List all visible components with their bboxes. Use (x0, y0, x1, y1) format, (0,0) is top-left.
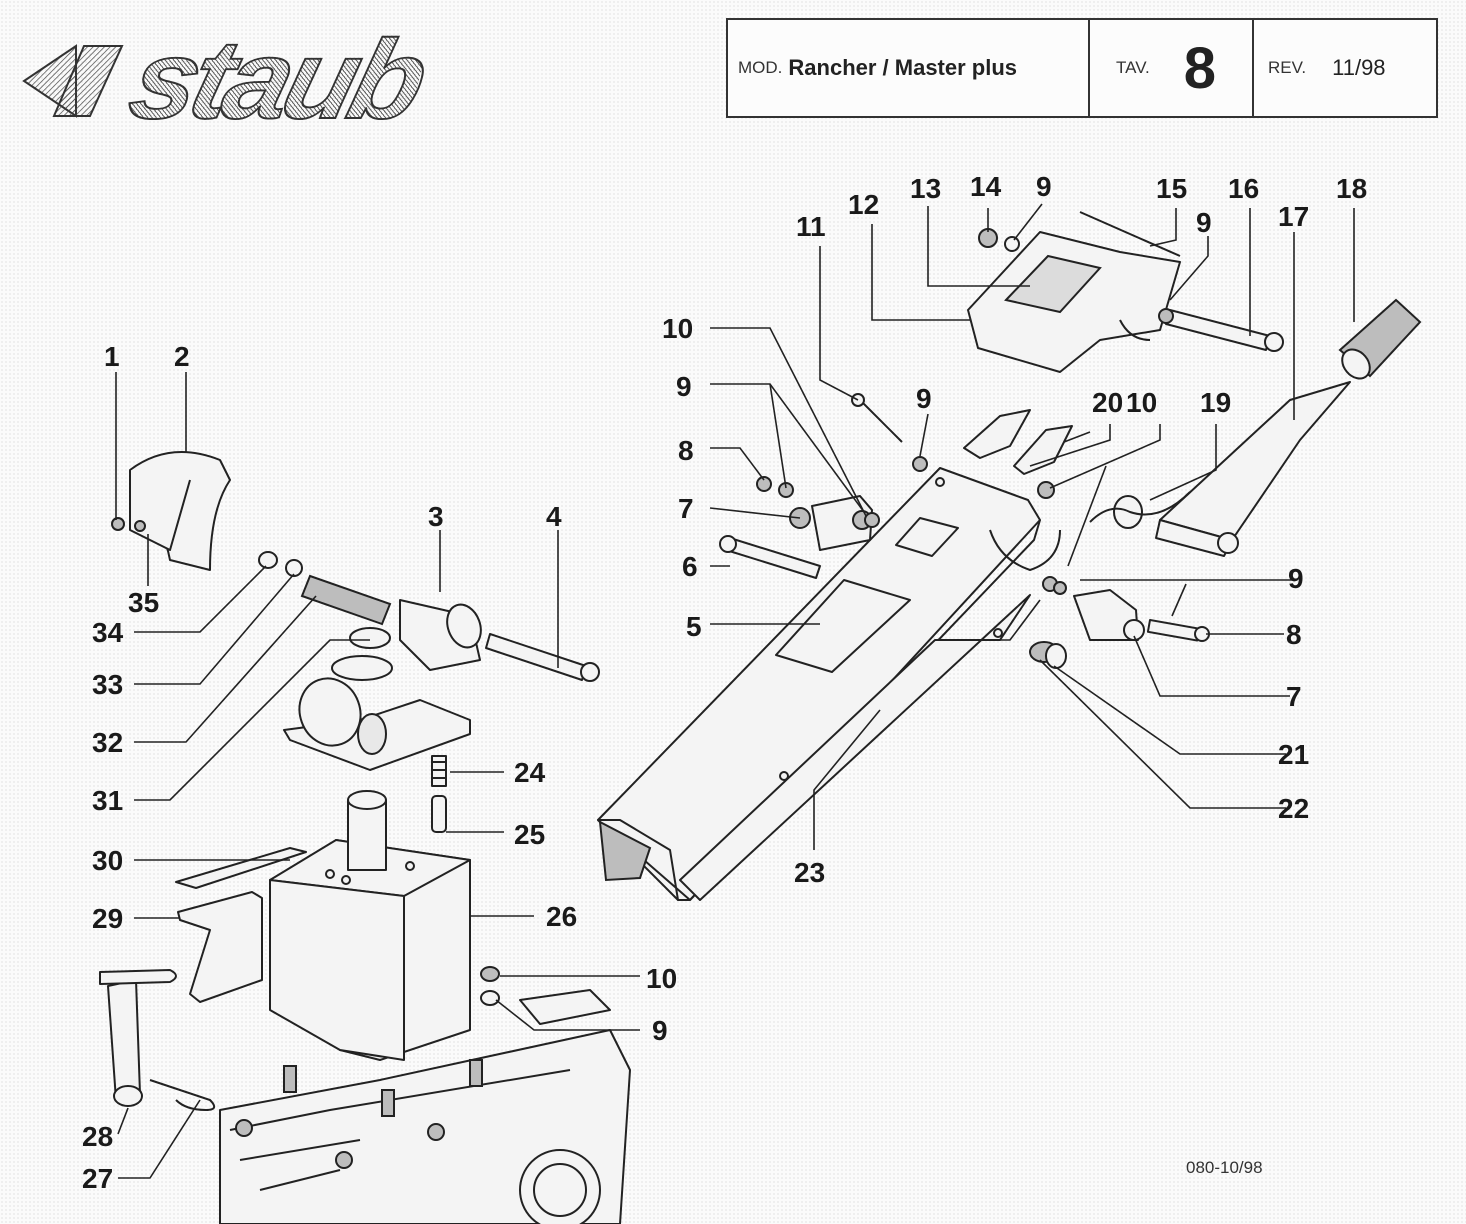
main-arm (597, 467, 1061, 901)
title-block: MOD. Rancher / Master plus TAV. 8 REV. 1… (726, 18, 1438, 118)
staub-logo: staub (14, 16, 594, 144)
label-6: 6 (682, 551, 698, 582)
label-15: 15 (1156, 173, 1187, 204)
label-5: 5 (686, 611, 702, 642)
clamp-7-right (1042, 576, 1210, 642)
label-9-a: 9 (676, 371, 692, 402)
clip-27 (149, 1079, 216, 1112)
column-26 (269, 790, 471, 1061)
screw-11 (859, 399, 903, 443)
bracket-20 (963, 409, 1073, 475)
clamp-7-left (756, 476, 880, 551)
head-3 (283, 599, 482, 771)
spring-19 (1089, 491, 1191, 529)
label-10-c: 10 (646, 963, 677, 994)
rev-value: 11/98 (1332, 55, 1386, 80)
bushing-21-22 (1029, 641, 1067, 669)
bolt-6 (719, 535, 821, 579)
label-24: 24 (514, 757, 546, 788)
rev-label: REV. (1268, 58, 1307, 77)
label-17: 17 (1278, 201, 1309, 232)
label-26: 26 (546, 901, 577, 932)
label-28: 28 (82, 1121, 113, 1152)
bolt-16 (1158, 308, 1284, 352)
gearbox (219, 989, 631, 1224)
label-11: 11 (796, 211, 826, 242)
revision-cell: REV. 11/98 (1254, 20, 1436, 116)
label-22: 22 (1278, 793, 1309, 824)
label-10-a: 10 (662, 313, 693, 344)
label-27: 27 (82, 1163, 113, 1194)
label-16: 16 (1228, 173, 1259, 204)
label-8-right: 8 (1286, 619, 1302, 650)
cover-2 (111, 451, 231, 571)
rod-15 (1079, 211, 1181, 257)
label-13: 13 (910, 173, 941, 204)
label-21: 21 (1278, 739, 1309, 770)
tav-label: TAV. (1116, 58, 1150, 77)
bracket-29 (177, 891, 263, 1003)
label-31: 31 (92, 785, 123, 816)
mod-value: Rancher / Master plus (788, 55, 1018, 80)
label-32: 32 (92, 727, 123, 758)
label-7-right: 7 (1286, 681, 1302, 712)
label-4: 4 (546, 501, 562, 532)
lock-pin-28 (99, 969, 177, 1107)
mod-label: MOD. (738, 58, 783, 77)
label-34: 34 (92, 617, 124, 648)
label-20: 20 (1092, 387, 1123, 418)
label-8-left: 8 (678, 435, 694, 466)
label-30: 30 (92, 845, 123, 876)
drawing-code: 080-10/98 (1186, 1158, 1263, 1177)
pin-25 (431, 795, 447, 833)
lever-17 (1155, 381, 1351, 557)
label-14: 14 (970, 171, 1002, 202)
label-9-e: 9 (1288, 563, 1304, 594)
label-12: 12 (848, 189, 879, 220)
leader-lines (115, 203, 1355, 1179)
label-29: 29 (92, 903, 123, 934)
label-1: 1 (104, 341, 120, 372)
label-18: 18 (1336, 173, 1367, 204)
label-3: 3 (428, 501, 444, 532)
logo-arrow-icon (22, 44, 124, 118)
label-33: 33 (92, 669, 123, 700)
part-labels: 1 2 3 4 5 6 7 7 8 8 9 9 9 9 9 9 9 10 10 … (82, 171, 1367, 1194)
label-23: 23 (794, 857, 825, 888)
label-2: 2 (174, 341, 190, 372)
label-35: 35 (128, 587, 159, 618)
washer-9-top (1004, 236, 1020, 252)
bolt-4 (485, 633, 600, 682)
label-7-left: 7 (678, 493, 694, 524)
table-cell: TAV. 8 (1090, 20, 1254, 116)
shaft-32 (258, 551, 392, 626)
label-9-f: 9 (652, 1015, 668, 1046)
washer-31 (349, 627, 391, 649)
label-25: 25 (514, 819, 545, 850)
label-9-d: 9 (916, 383, 932, 414)
label-9-b: 9 (1036, 171, 1052, 202)
model-cell: MOD. Rancher / Master plus (728, 20, 1090, 116)
label-10-b: 10 (1126, 387, 1157, 418)
label-19: 19 (1200, 387, 1231, 418)
spring-24 (431, 755, 447, 787)
grip-18 (1338, 298, 1422, 380)
label-9-c: 9 (1196, 207, 1212, 238)
cover-12-13 (967, 231, 1181, 373)
tav-value: 8 (1183, 35, 1216, 101)
